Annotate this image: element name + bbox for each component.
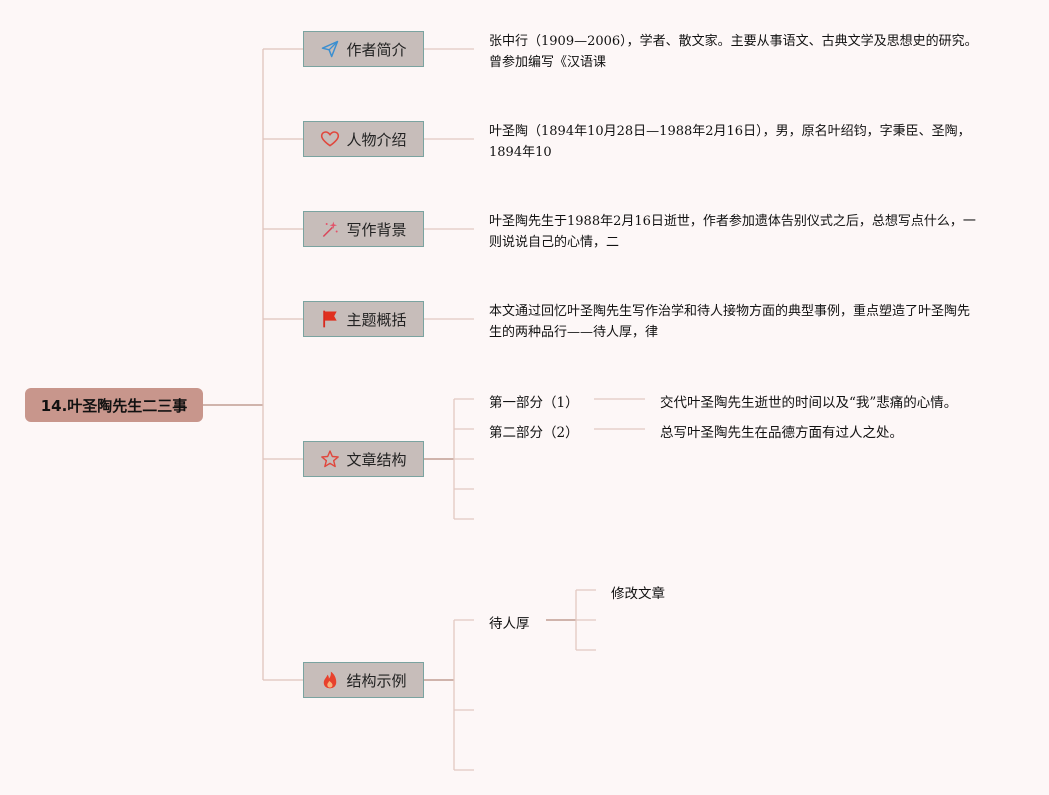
star-icon	[320, 449, 340, 469]
topic-structure-label: 文章结构	[346, 450, 407, 469]
heart-icon	[320, 129, 340, 149]
topic-example[interactable]: 结构示例	[303, 662, 424, 698]
flag-icon	[320, 309, 340, 329]
topic-theme[interactable]: 主题概括	[303, 301, 424, 337]
example-leaf[interactable]: 修改文章	[611, 586, 665, 602]
topic-person-label: 人物介绍	[346, 130, 407, 149]
topic-author[interactable]: 作者简介	[303, 31, 424, 67]
root-node[interactable]: 14.叶圣陶先生二三事	[25, 388, 203, 422]
topic-person[interactable]: 人物介绍	[303, 121, 424, 157]
fire-icon	[320, 670, 340, 690]
topic-example-label: 结构示例	[346, 671, 407, 690]
topic-background[interactable]: 写作背景	[303, 211, 424, 247]
person-description: 叶圣陶（1894年10月28日—1988年2月16日），男，原名叶绍钧，字秉臣、…	[489, 124, 971, 160]
root-label: 14.叶圣陶先生二三事	[40, 396, 188, 415]
topic-theme-label: 主题概括	[346, 310, 407, 329]
theme-description: 本文通过回忆叶圣陶先生写作治学和待人接物方面的典型事例，重点塑造了叶圣陶先生的两…	[489, 304, 971, 340]
topic-author-label: 作者简介	[346, 40, 407, 59]
topic-background-label: 写作背景	[346, 220, 407, 239]
background-description: 叶圣陶先生于1988年2月16日逝世，作者参加遗体告别仪式之后，总想写点什么，一…	[489, 214, 976, 250]
topic-structure[interactable]: 文章结构	[303, 441, 424, 477]
structure-part-1[interactable]: 第一部分（1）	[489, 395, 579, 411]
structure-part-2-detail: 总写叶圣陶先生在品德方面有过人之处。	[660, 425, 903, 441]
sparkle-icon	[320, 219, 340, 239]
structure-part-1-detail: 交代叶圣陶先生逝世的时间以及“我”悲痛的心情。	[660, 395, 958, 411]
author-description: 张中行（1909—2006），学者、散文家。主要从事语文、古典文学及思想史的研究…	[489, 34, 978, 70]
paper-plane-icon	[320, 39, 340, 59]
example-branch[interactable]: 待人厚	[489, 616, 530, 632]
structure-part-2[interactable]: 第二部分（2）	[489, 425, 579, 441]
